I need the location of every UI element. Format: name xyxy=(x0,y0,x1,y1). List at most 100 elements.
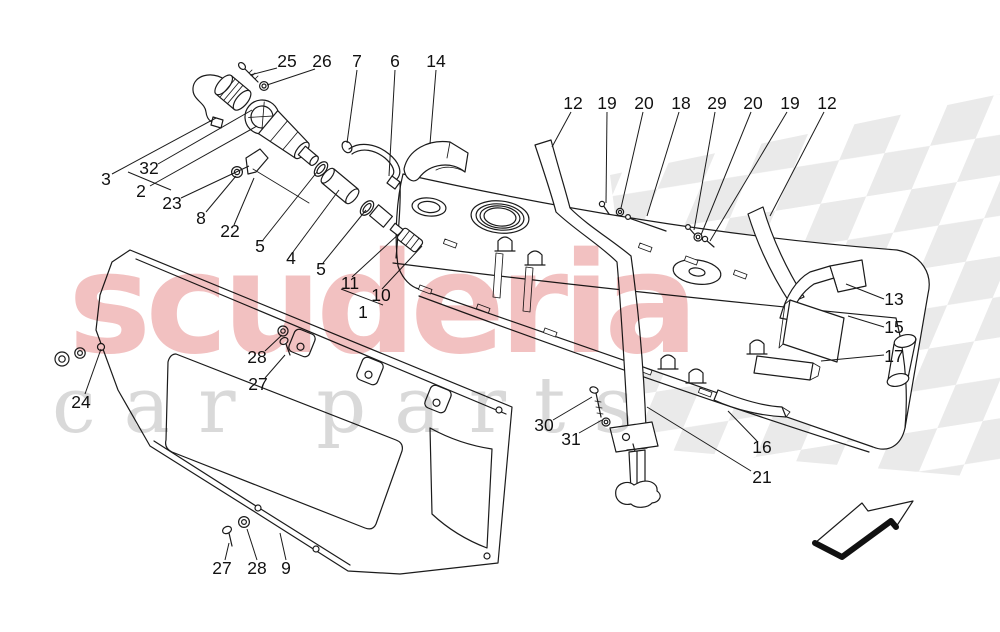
sender-outer xyxy=(672,259,722,285)
callout-16: 16 xyxy=(752,437,771,457)
bolt-threads xyxy=(594,400,604,415)
callout-18: 18 xyxy=(671,93,690,113)
barrel-steps xyxy=(270,120,299,151)
strap-right xyxy=(747,206,805,304)
panel-recess-right xyxy=(429,427,493,549)
callout-5-second: 5 xyxy=(316,259,326,279)
cap-ribs xyxy=(219,78,244,105)
pump-body-group xyxy=(214,74,319,166)
callout-19-left: 19 xyxy=(597,93,616,113)
strap-foot-hole xyxy=(621,432,631,442)
panel-hole-1 xyxy=(96,342,106,352)
leader-32 xyxy=(157,109,253,165)
callout-31: 31 xyxy=(561,429,580,449)
callout-30: 30 xyxy=(534,415,554,435)
washer-20-right-inner xyxy=(695,234,701,240)
fasteners xyxy=(54,61,715,547)
callout-27-upper: 27 xyxy=(248,374,267,394)
bolt-head xyxy=(589,386,599,394)
leader-24 xyxy=(84,348,102,395)
panel-tab-2 xyxy=(356,356,384,386)
nut-inner xyxy=(58,355,66,363)
callout-20-right: 20 xyxy=(743,93,763,113)
callout-22: 22 xyxy=(220,221,239,241)
tank-end-canister xyxy=(886,333,917,388)
callout-11: 11 xyxy=(341,273,359,293)
callout-12-right: 12 xyxy=(817,93,836,113)
screw-19-left xyxy=(598,200,610,215)
callout-1: 1 xyxy=(358,302,368,322)
bolt-shaft xyxy=(228,532,233,547)
bolt-30 xyxy=(589,386,604,418)
leader-5-second xyxy=(322,209,367,264)
leader-30 xyxy=(552,396,593,421)
pump-cap-top xyxy=(214,74,234,96)
panel-outline xyxy=(95,249,513,575)
shield-15 xyxy=(782,299,845,363)
screw-head xyxy=(598,200,606,208)
washer xyxy=(74,347,86,359)
clip-hangers xyxy=(492,252,534,313)
leader-22 xyxy=(233,177,255,226)
leader-12-left xyxy=(551,111,572,148)
sender-opening xyxy=(672,259,722,285)
leader-29 xyxy=(693,111,716,231)
canister-bottom xyxy=(886,372,910,388)
leader-8 xyxy=(205,175,237,213)
hose-end-1 xyxy=(320,167,335,184)
foot-post-lines xyxy=(626,447,648,490)
vent-hose-connector xyxy=(386,175,401,190)
callout-17: 17 xyxy=(884,346,903,366)
side-shields xyxy=(713,259,867,418)
callout-12-left: 12 xyxy=(563,93,582,113)
callout-15: 15 xyxy=(884,317,903,337)
tab-hole xyxy=(296,342,305,351)
sender-inner xyxy=(688,267,706,277)
washer-28-lower xyxy=(238,515,251,528)
leader-19-right xyxy=(709,111,788,242)
washer-31-inner xyxy=(603,419,609,425)
washer-28-upper-inner xyxy=(280,328,286,334)
leader-26 xyxy=(266,68,316,86)
callout-29: 29 xyxy=(707,93,726,113)
foot-base xyxy=(615,480,661,508)
leader-28-upper xyxy=(264,334,283,352)
washer-31 xyxy=(601,417,611,427)
fuel-pump-assembly xyxy=(192,74,469,253)
nut-washer-24 xyxy=(54,347,86,367)
shield-15-edge xyxy=(778,299,791,349)
callout-32: 32 xyxy=(139,158,158,178)
washer-28-lower-inner xyxy=(241,518,248,525)
watermark-tagline: car parts xyxy=(52,361,661,451)
screw-shaft xyxy=(285,343,291,356)
callout-labels: 25 26 7 6 14 12 19 20 18 29 20 19 12 3 3… xyxy=(71,51,903,578)
callout-10: 10 xyxy=(371,285,391,305)
washer-20-left-inner xyxy=(617,209,623,215)
callout-7: 7 xyxy=(352,51,362,71)
leader-12-right xyxy=(769,111,825,217)
bolt-head xyxy=(237,61,247,71)
pin-head xyxy=(624,214,631,221)
leader-31 xyxy=(578,419,603,434)
leader-27-upper xyxy=(264,354,286,379)
callout-21: 21 xyxy=(752,467,771,487)
flange-cross xyxy=(248,101,277,132)
vent-hose xyxy=(348,143,401,180)
pin-18 xyxy=(624,214,667,232)
callout-9: 9 xyxy=(281,558,291,578)
bracket-rod xyxy=(252,168,310,204)
leader-3 xyxy=(111,117,217,175)
leader-27-lower xyxy=(224,542,230,561)
callout-24: 24 xyxy=(71,392,91,412)
callout-19-right: 19 xyxy=(780,93,799,113)
callout-14: 14 xyxy=(426,51,446,71)
leader-11 xyxy=(351,231,402,278)
panel-rail-end-hole xyxy=(495,406,503,414)
callout-6: 6 xyxy=(390,51,400,71)
leader-17 xyxy=(820,354,885,362)
panel-tab-1 xyxy=(288,328,316,358)
callout-27-lower: 27 xyxy=(212,558,231,578)
callout-26: 26 xyxy=(312,51,331,71)
hose-clamp-1-inner xyxy=(316,163,326,175)
